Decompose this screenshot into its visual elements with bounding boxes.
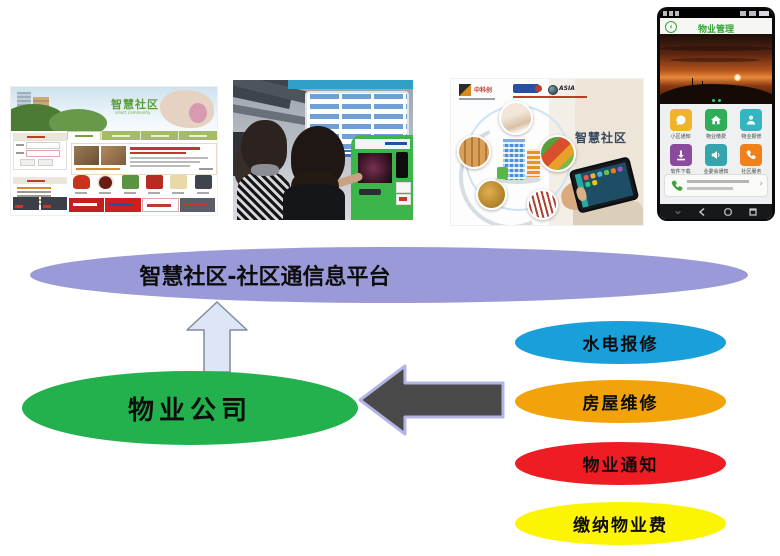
platform-label: 智慧社区-社区通信息平台 xyxy=(139,265,391,290)
recents-icon xyxy=(749,207,757,216)
login-panel-header xyxy=(13,133,67,140)
module-grid: 小区通知 物业缴费 物业报修 xyxy=(666,109,766,175)
portal-tab xyxy=(178,131,218,140)
kiosk-screen xyxy=(358,153,392,183)
news-photo xyxy=(101,146,126,165)
property-app-screenshot: ‹ 物业管理 小区通知 xyxy=(657,7,775,221)
app-module-area: 小区通知 物业缴费 物业报修 xyxy=(660,104,772,204)
house-icon xyxy=(704,109,727,131)
caret-down-icon xyxy=(674,210,681,214)
community-portal-screenshot: 智慧社区 smart community xyxy=(10,86,218,216)
username-field xyxy=(26,142,60,149)
password-field xyxy=(26,150,60,157)
portal-login-panel xyxy=(13,133,67,205)
portal-banner-title: 智慧社区 xyxy=(111,98,159,111)
portal-banner-subtitle: smart community xyxy=(115,110,151,115)
phone-icon xyxy=(740,144,763,166)
portal-product-row xyxy=(71,175,215,195)
graphic-caption: 智慧社区 xyxy=(575,131,628,145)
node-photo xyxy=(476,179,507,210)
service-pill-water-electric-repair: 水电报修 xyxy=(515,321,726,364)
company-logo-text: 中科创 xyxy=(474,87,493,94)
building-3d-graphic xyxy=(527,149,540,177)
green-phone-icon xyxy=(671,180,683,191)
module-committee-notice: 业委会通知 xyxy=(701,144,730,175)
news-photo xyxy=(74,146,99,165)
node-photo xyxy=(527,189,558,220)
asia-logo-text: ASIA xyxy=(559,85,575,92)
app-header: ‹ 物业管理 xyxy=(660,18,772,35)
module-community-service: 社区服务 xyxy=(737,144,766,175)
download-icon xyxy=(669,144,692,166)
portal-news-box xyxy=(71,143,217,175)
module-download: 软件下载 xyxy=(666,144,695,175)
back-icon xyxy=(699,207,705,216)
home-icon xyxy=(723,207,732,216)
portal-tab-active xyxy=(67,131,101,140)
login-form xyxy=(13,140,67,170)
tree-graphic xyxy=(49,109,107,131)
node-photo xyxy=(499,101,533,135)
sunset-photo xyxy=(660,34,772,104)
module-community-notice: 小区通知 xyxy=(666,109,695,140)
portal-ad-banners xyxy=(69,198,215,212)
globe-icon xyxy=(548,85,558,95)
login-button xyxy=(20,159,35,166)
portal-side-thumbnails xyxy=(13,197,67,211)
service-pill-property-notice: 物业通知 xyxy=(515,442,726,485)
module-repair-request: 物业报修 xyxy=(737,109,766,140)
megaphone-icon xyxy=(669,109,692,131)
service-hotline-card: › xyxy=(664,174,768,197)
portal-tab-bar xyxy=(67,131,218,140)
back-arrow-icon: ‹ xyxy=(665,21,677,33)
smart-community-graphic: 中科创 ASIA 智慧社区 xyxy=(450,78,644,226)
node-photo xyxy=(457,135,491,169)
speaker-icon xyxy=(704,144,727,166)
platform-ellipse: 智慧社区-社区通信息平台 xyxy=(30,247,748,303)
company-logo-icon xyxy=(459,84,471,96)
up-arrow xyxy=(186,301,248,373)
node-photo xyxy=(539,135,576,172)
app-title: 物业管理 xyxy=(697,25,734,35)
chevron-right-icon: › xyxy=(759,179,763,189)
register-button xyxy=(38,159,53,166)
self-service-kiosk-photo xyxy=(233,80,413,220)
module-property-payment: 物业缴费 xyxy=(701,109,730,140)
card-reader xyxy=(396,152,408,178)
portal-tab xyxy=(139,131,179,140)
company-ellipse: 物业公司 xyxy=(22,371,358,445)
left-arrow xyxy=(358,364,505,436)
brand-logo xyxy=(513,84,542,93)
status-bar xyxy=(660,9,772,18)
sun-graphic xyxy=(734,74,741,81)
building-3d-graphic xyxy=(497,167,508,179)
service-pill-pay-property-fee: 缴纳物业费 xyxy=(515,502,726,545)
service-pill-house-maintenance: 房屋维修 xyxy=(515,380,726,423)
link-list-header xyxy=(13,177,67,184)
portal-banner: 智慧社区 smart community xyxy=(11,87,217,131)
building-3d-graphic xyxy=(503,139,525,180)
portal-tab xyxy=(101,131,140,140)
worker-icon xyxy=(740,109,763,131)
family-photo-graphic xyxy=(189,103,207,123)
android-nav-bar xyxy=(660,204,772,219)
